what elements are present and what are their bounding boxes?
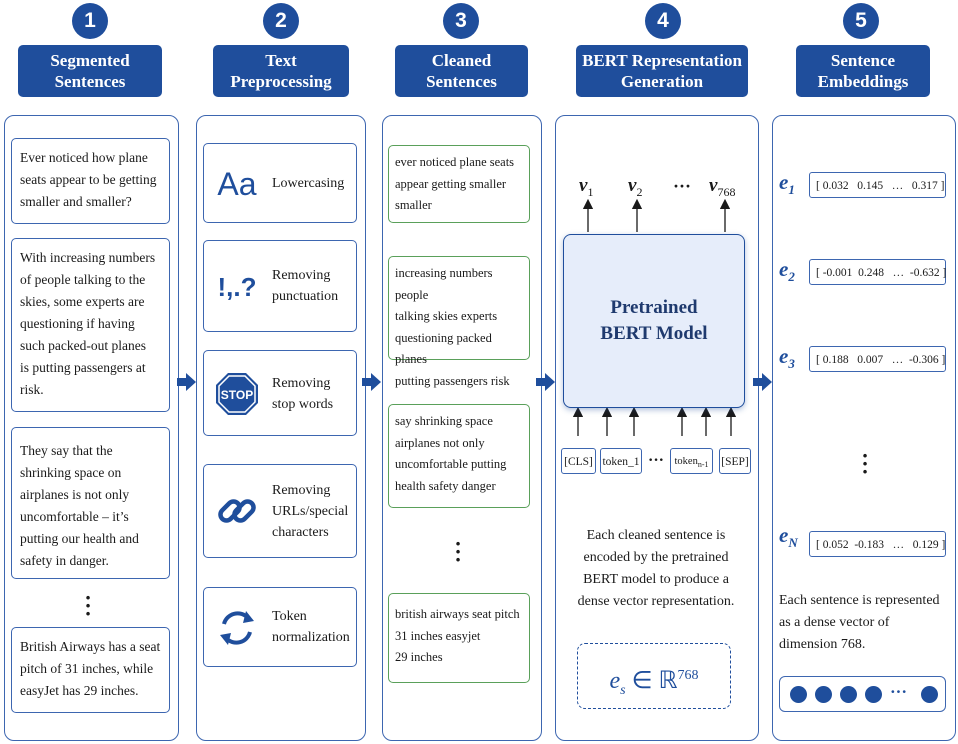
svg-text:STOP: STOP (221, 388, 253, 402)
sentence-embeddings-column (772, 115, 956, 741)
vector-dot (790, 686, 807, 703)
step-1-number: 1 (72, 3, 108, 39)
embedding-e1-label: e1 (779, 170, 795, 198)
embedding-e1-vector: [ 0.032 0.145 … 0.317 ] (809, 172, 946, 198)
vector-dot (865, 686, 882, 703)
embedding-e3-label: e3 (779, 344, 795, 372)
embedding-eN-label: eN (779, 523, 798, 551)
step-5-number: 5 (843, 3, 879, 39)
step-4-number: 4 (645, 3, 681, 39)
token-sep: [SEP] (719, 448, 751, 474)
vector-dots-ellipsis: ··· (890, 682, 908, 701)
more-sentences-ellipsis: ··· (84, 585, 92, 626)
refresh-icon (214, 605, 260, 651)
flow-arrow-3-4 (536, 373, 555, 391)
vector-dot (815, 686, 832, 703)
token-1: token_1 (600, 448, 642, 474)
vector-dot (840, 686, 857, 703)
embedding-e2-vector: [ -0.001 0.248 … -0.632 ] (809, 259, 946, 285)
output-v1-label: v1 (579, 175, 594, 199)
embedding-eN-vector: [ 0.052 -0.183 … 0.129 ] (809, 531, 946, 557)
outputs-ellipsis: ··· (673, 176, 692, 196)
stop-sign-icon: STOP (214, 371, 260, 417)
bert-arrows (572, 198, 737, 436)
output-v2-label: v2 (628, 175, 643, 199)
embedding-e2-label: e2 (779, 257, 795, 285)
vector-dots-box: ··· (779, 676, 946, 712)
output-v768-label: v768 (709, 175, 736, 199)
punctuation-icon: !,.? (217, 271, 257, 302)
step-2-number: 2 (263, 3, 299, 39)
tokens-ellipsis: ··· (648, 452, 665, 469)
step-3-number: 3 (443, 3, 479, 39)
preprocessing-lowercasing: Aa Lowercasing (203, 143, 357, 223)
link-icon (214, 488, 260, 534)
flow-arrow-1-2 (177, 373, 196, 391)
embedding-e3-vector: [ 0.188 0.007 … -0.306 ] (809, 346, 946, 372)
flow-arrow-4-5 (753, 373, 772, 391)
token-n-minus-1: tokenn-1 (670, 448, 713, 474)
embedding-formula: es ∈ ℝ768 (577, 643, 731, 709)
token-cls: [CLS] (561, 448, 596, 474)
vector-dot (921, 686, 938, 703)
more-embeddings-ellipsis: ··· (861, 443, 869, 484)
more-cleaned-ellipsis: ··· (454, 531, 462, 572)
flow-arrow-2-3 (362, 373, 381, 391)
lowercase-icon: Aa (217, 165, 257, 202)
